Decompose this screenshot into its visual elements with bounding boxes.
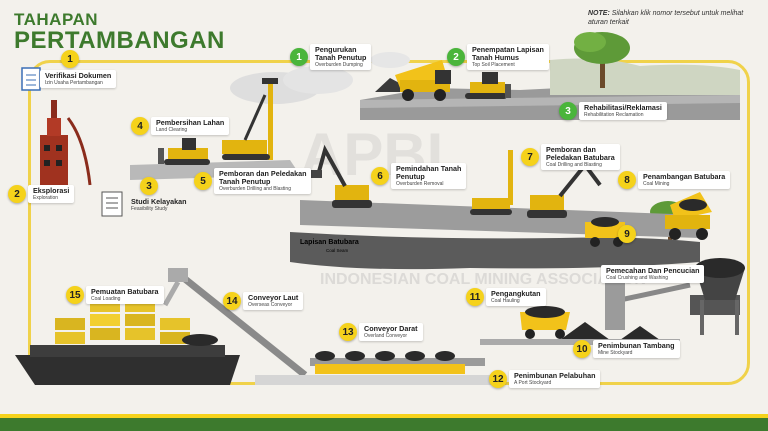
excavator-mid: [310, 144, 372, 208]
step-label: Pembersihan Lahan Land Clearing: [151, 117, 230, 135]
step-number-badge[interactable]: 10: [573, 340, 591, 358]
bulldozer-top: [465, 72, 511, 99]
step-5-overburden-drilling[interactable]: 5 Pemboran dan Peledakan Tanah Penutup O…: [194, 168, 312, 194]
note-body: Silahkan klik nomor tersebut untuk melih…: [588, 10, 744, 26]
step-2-top-soil-placement[interactable]: 2 Penempatan Lapisan Tanah Humus Top Soi…: [447, 44, 549, 70]
drill-rig-left: [222, 78, 278, 160]
step-10-mine-stockyard[interactable]: 10 Penimbunan Tambang Mine Stockyard: [573, 340, 680, 358]
step-label: Pemecahan Dan Pencucian Coal Crushing an…: [601, 265, 705, 283]
prestep-3-feasibility-study[interactable]: Studi Kelayakan Feasibility Study: [124, 196, 192, 214]
step-7-coal-drilling[interactable]: 7 Pemboran dan Peledakan Batubara Coal D…: [521, 144, 620, 170]
step-label: Conveyor Darat Overland Conveyor: [359, 323, 423, 341]
step-number-badge[interactable]: 14: [223, 292, 241, 310]
step-label: Penimbunan Pelabuhan A Port Stockyard: [509, 370, 601, 388]
title-tahapan: TAHAPAN: [14, 10, 99, 29]
coal-seam-sub: Coal Seam: [326, 248, 349, 253]
tree-top-right: [574, 32, 630, 88]
step-12-port-stockyard[interactable]: 12 Penimbunan Pelabuhan A Port Stockyard: [489, 370, 601, 388]
step-15-coal-loading[interactable]: 15 Pemuatan Batubara Coal Loading: [66, 286, 164, 304]
mine-stockpile-2: [620, 326, 660, 340]
coal-seam: [290, 232, 700, 270]
prestep-1-number[interactable]: 1: [61, 50, 79, 68]
hauling-truck: [520, 306, 570, 339]
drill-rig-mid: [470, 150, 513, 215]
step-label: Pemboran dan Peledakan Batubara Coal Dri…: [541, 144, 620, 170]
step-number-badge[interactable]: 11: [466, 288, 484, 306]
step-label: Conveyor Laut Overseas Conveyor: [243, 292, 304, 310]
step-number-badge[interactable]: 2: [8, 185, 26, 203]
footer-accent-green: [0, 418, 768, 431]
step-14-overseas-conveyor[interactable]: 14 Conveyor Laut Overseas Conveyor: [223, 292, 304, 310]
step-4-land-clearing[interactable]: 4 Pembersihan Lahan Land Clearing: [131, 117, 230, 135]
step-label: Penempatan Lapisan Tanah Humus Top Soil …: [467, 44, 549, 70]
exploration-tower: [40, 100, 92, 187]
step-number-badge[interactable]: 6: [371, 167, 389, 185]
step-number-badge[interactable]: 7: [521, 148, 539, 166]
step-number-badge[interactable]: 9: [618, 225, 636, 243]
step-number-badge[interactable]: 12: [489, 370, 507, 388]
overseas-conveyor: [162, 268, 308, 378]
overland-conveyor: [310, 351, 485, 374]
step-label: Penimbunan Tambang Mine Stockyard: [593, 340, 680, 358]
step-6-overburden-removal[interactable]: 6 Pemindahan Tanah Penutup Overburden Re…: [371, 163, 467, 189]
note-prefix: NOTE:: [588, 10, 610, 17]
port-strip: [255, 375, 505, 385]
cargo-ship: [15, 300, 240, 385]
prestep-2-exploration[interactable]: 2 Eksplorasi Exploration: [8, 185, 75, 203]
step-label: Pemuatan Batubara Coal Loading: [86, 286, 164, 304]
feasibility-doc-icon: [101, 191, 123, 217]
crusher-plant: [605, 258, 745, 335]
step-11-coal-hauling[interactable]: 11 Pengangkutan Coal Hauling: [466, 288, 546, 306]
step-9-number[interactable]: 9: [618, 225, 636, 243]
step-9-crushing-washing[interactable]: Pemecahan Dan Pencucian Coal Crushing an…: [599, 265, 705, 283]
step-label: Pengangkutan Coal Hauling: [486, 288, 546, 306]
step-label: Pemboran dan Peledakan Tanah Penutup Ove…: [214, 168, 312, 194]
prestep-1-document-verification[interactable]: Verifikasi Dokumen Izin Usaha Pertambang…: [38, 70, 117, 88]
step-label: Studi Kelayakan Feasibility Study: [131, 197, 187, 213]
page-title: PERTAMBANGAN: [14, 27, 225, 54]
mine-stockpile-1: [560, 322, 610, 340]
step-number-badge[interactable]: 13: [339, 323, 357, 341]
bulldozer-left: [158, 138, 210, 165]
step-13-overland-conveyor[interactable]: 13 Conveyor Darat Overland Conveyor: [339, 323, 423, 341]
step-number-badge[interactable]: 2: [447, 48, 465, 66]
step-number-badge[interactable]: 3: [559, 102, 577, 120]
footer-accent-yellow: [0, 414, 768, 418]
step-3-rehabilitation[interactable]: 3 Rehabilitasi/Reklamasi Rehabilitation …: [559, 102, 667, 120]
dump-truck-mid: [585, 217, 625, 247]
excavator-right: [527, 161, 602, 218]
step-number-badge[interactable]: 5: [194, 172, 212, 190]
step-label: Pemindahan Tanah Penutup Overburden Remo…: [391, 163, 467, 189]
step-label: Pengurukan Tanah Penutup Overburden Dump…: [310, 44, 372, 70]
watermark-text: INDONESIAN COAL MINING ASSOCIATION: [320, 271, 646, 288]
dump-truck-right: [665, 192, 712, 240]
prestep-3-number[interactable]: 3: [140, 177, 158, 195]
note-text: NOTE: Silahkan klik nomor tersebut untuk…: [588, 9, 758, 27]
step-number-badge[interactable]: 15: [66, 286, 84, 304]
coal-seam-label: Lapisan Batubara: [300, 239, 359, 246]
step-8-coal-mining[interactable]: 8 Penambangan Batubara Coal Mining: [618, 171, 731, 189]
step-label: Eksplorasi Exploration: [28, 185, 75, 203]
step-label: Verifikasi Dokumen Izin Usaha Pertambang…: [40, 70, 117, 88]
dump-truck-top: [395, 60, 451, 101]
step-number-badge[interactable]: 1: [61, 50, 79, 68]
step-number-badge[interactable]: 1: [290, 48, 308, 66]
step-number-badge[interactable]: 8: [618, 171, 636, 189]
step-label: Penambangan Batubara Coal Mining: [638, 171, 731, 189]
step-label: Rehabilitasi/Reklamasi Rehabilitation Re…: [579, 102, 667, 120]
step-number-badge[interactable]: 3: [140, 177, 158, 195]
step-1-overburden-dumping[interactable]: 1 Pengurukan Tanah Penutup Overburden Du…: [290, 44, 372, 70]
step-number-badge[interactable]: 4: [131, 117, 149, 135]
